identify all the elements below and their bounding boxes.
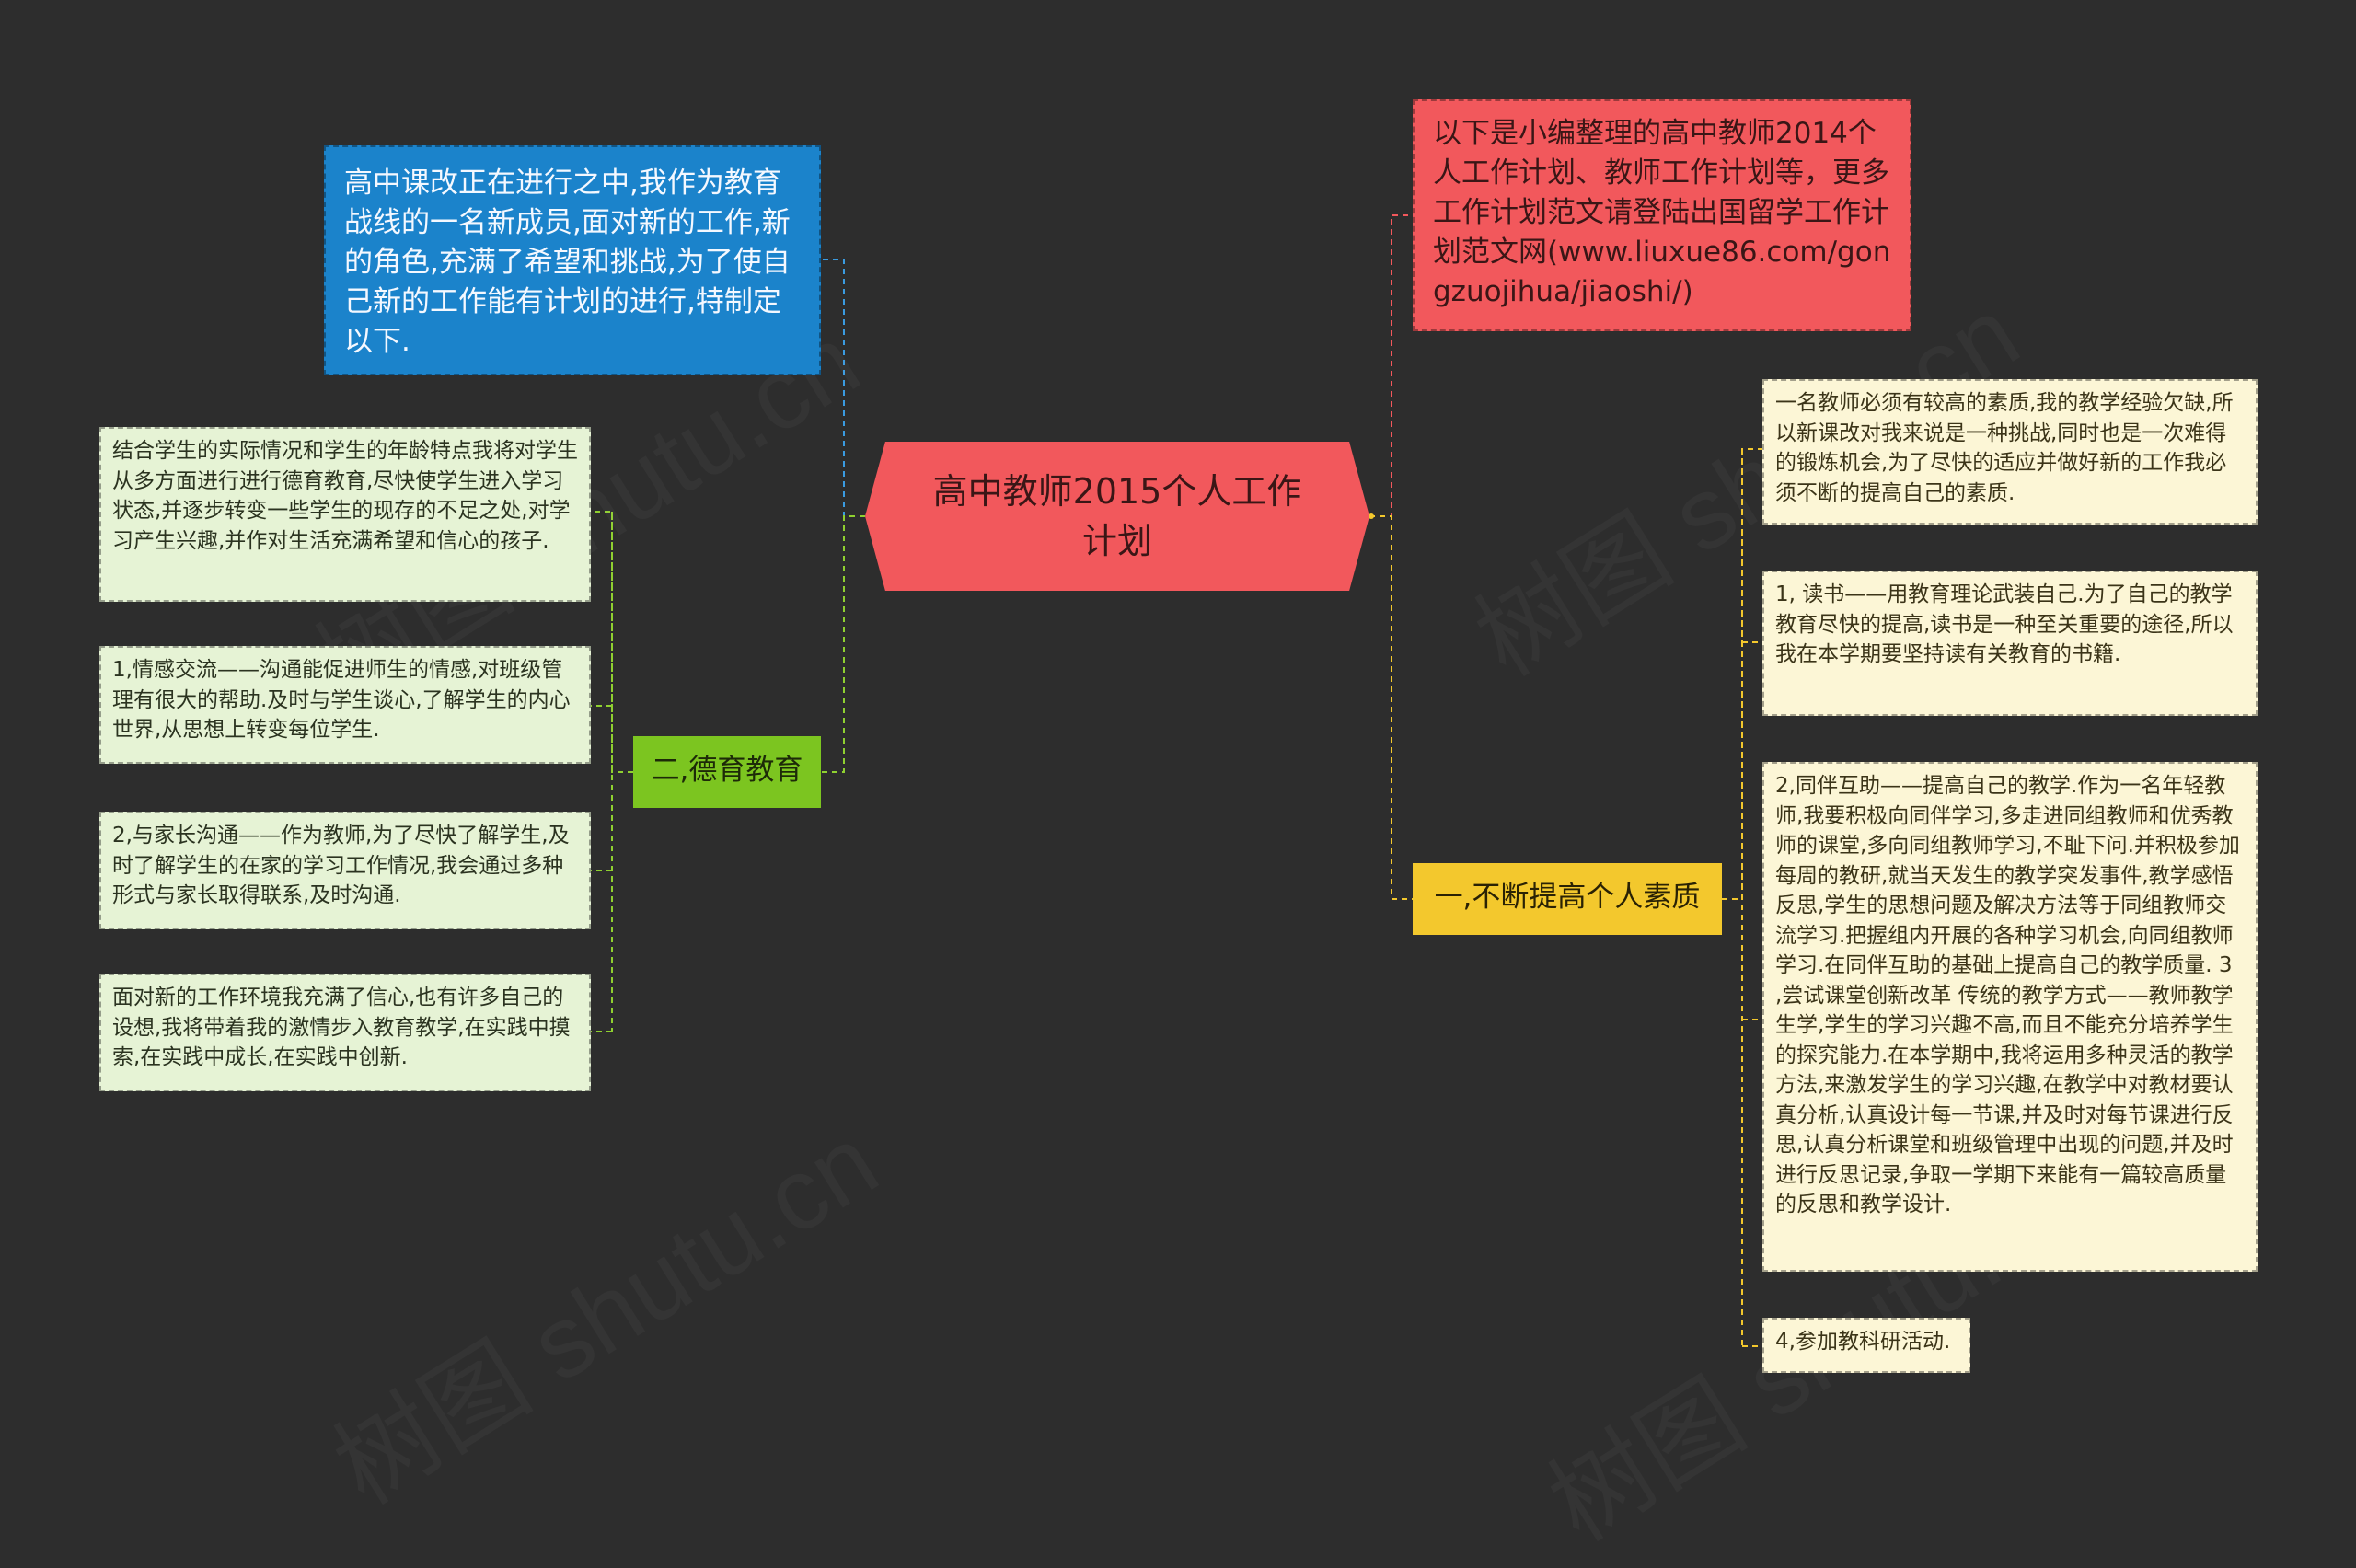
branch-personal-quality-label: 一,不断提高个人素质 — [1434, 881, 1701, 914]
quality-leaf-1-text: 一名教师必须有较高的素质,我的教学经验欠缺,所以新课改对我来说是一种挑战,同时也… — [1775, 391, 2234, 505]
moral-leaf-4-text: 面对新的工作环境我充满了信心,也有许多自己的设想,我将带着我的激情步入教育教学,… — [112, 986, 571, 1069]
connector-lines — [591, 214, 1762, 1347]
branch-moral-education-label: 二,德育教育 — [651, 754, 803, 787]
intro-red-text: 以下是小编整理的高中教师2014个人工作计划、教师工作计划等，更多工作计划范文请… — [1433, 117, 1891, 308]
moral-leaf-3-text: 2,与家长沟通——作为教师,为了尽快了解学生,及时了解学生的在家的学习工作情况,… — [112, 824, 570, 907]
link-yellow-leaves — [1722, 448, 1762, 1347]
root-topic[interactable]: 高中教师2015个人工作计划 — [865, 442, 1369, 591]
intro-red-node[interactable]: 以下是小编整理的高中教师2014个人工作计划、教师工作计划等，更多工作计划范文请… — [1413, 99, 1911, 331]
moral-leaf-1[interactable]: 结合学生的实际情况和学生的年龄特点我将对学生从多方面进行进行德育教育,尽快使学生… — [99, 427, 591, 602]
quality-leaf-4-text: 4,参加教科研活动. — [1775, 1330, 1951, 1354]
quality-leaf-2-text: 1, 读书——用教育理论武装自己.为了自己的教学教育尽快的提高,读书是一种至关重… — [1775, 582, 2234, 666]
moral-leaf-1-text: 结合学生的实际情况和学生的年龄特点我将对学生从多方面进行进行德育教育,尽快使学生… — [112, 439, 578, 553]
moral-leaf-4[interactable]: 面对新的工作环境我充满了信心,也有许多自己的设想,我将带着我的激情步入教育教学,… — [99, 974, 591, 1091]
quality-leaf-4[interactable]: 4,参加教科研活动. — [1762, 1318, 1970, 1373]
quality-leaf-2[interactable]: 1, 读书——用教育理论武装自己.为了自己的教学教育尽快的提高,读书是一种至关重… — [1762, 571, 2258, 716]
branch-personal-quality[interactable]: 一,不断提高个人素质 — [1413, 863, 1722, 935]
moral-leaf-2-text: 1,情感交流——沟通能促进师生的情感,对班级管理有很大的帮助.及时与学生谈心,了… — [112, 658, 571, 742]
intro-blue-node[interactable]: 高中课改正在进行之中,我作为教育战线的一名新成员,面对新的工作,新的角色,充满了… — [324, 145, 821, 375]
link-root-green — [821, 515, 865, 773]
intro-blue-text: 高中课改正在进行之中,我作为教育战线的一名新成员,面对新的工作,新的角色,充满了… — [344, 167, 791, 358]
moral-leaf-3[interactable]: 2,与家长沟通——作为教师,为了尽快了解学生,及时了解学生的在家的学习工作情况,… — [99, 812, 591, 929]
quality-leaf-1[interactable]: 一名教师必须有较高的素质,我的教学经验欠缺,所以新课改对我来说是一种挑战,同时也… — [1762, 379, 2258, 525]
link-green-leaves — [591, 511, 633, 1032]
branch-moral-education[interactable]: 二,德育教育 — [633, 736, 821, 808]
root-topic-label: 高中教师2015个人工作计划 — [932, 471, 1302, 561]
moral-leaf-2[interactable]: 1,情感交流——沟通能促进师生的情感,对班级管理有很大的帮助.及时与学生谈心,了… — [99, 646, 591, 764]
quality-leaf-3[interactable]: 2,同伴互助——提高自己的教学.作为一名年轻教师,我要积极向同伴学习,多走进同组… — [1762, 762, 2258, 1272]
quality-leaf-3-text: 2,同伴互助——提高自己的教学.作为一名年轻教师,我要积极向同伴学习,多走进同组… — [1775, 774, 2240, 1216]
link-root-yellow — [1369, 515, 1413, 900]
link-root-red — [1369, 214, 1413, 517]
link-root-blue — [821, 259, 865, 517]
